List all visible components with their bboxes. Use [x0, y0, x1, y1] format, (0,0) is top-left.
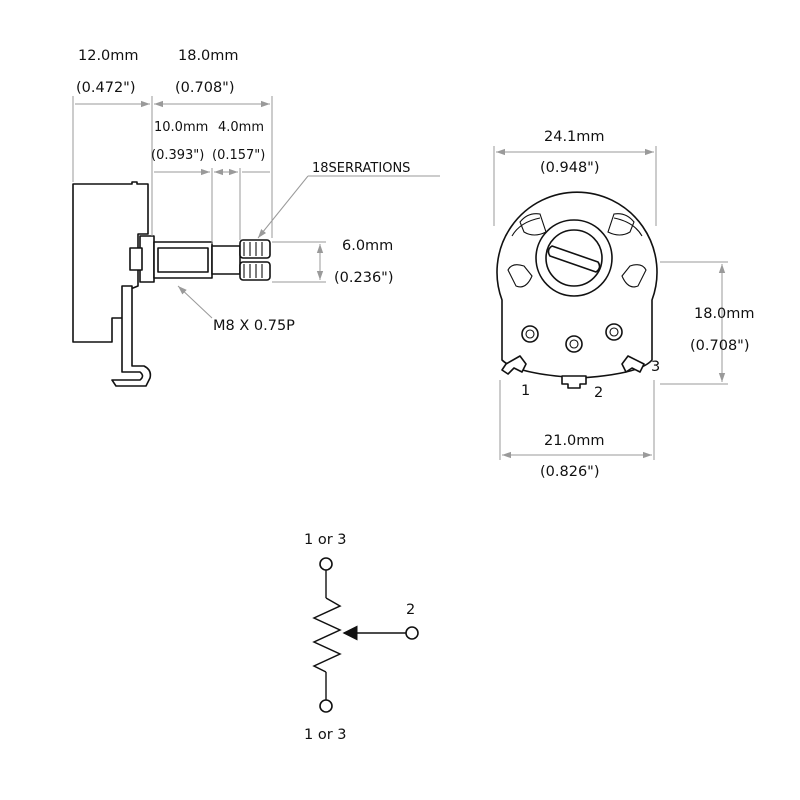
wiper-label: 2 — [406, 602, 415, 618]
dim-knurl-in: (0.157") — [212, 148, 265, 163]
schematic-top-label: 1 or 3 — [304, 532, 347, 548]
washer — [129, 247, 143, 271]
terminal-holes — [521, 323, 623, 353]
dim-shaft-dia-mm: 6.0mm — [342, 238, 393, 254]
dim-bushing-in: (0.393") — [151, 148, 204, 163]
schematic-bottom-label: 1 or 3 — [304, 727, 347, 743]
mounting-bracket — [111, 285, 152, 387]
dim-bushing-mm: 10.0mm — [154, 120, 208, 135]
solder-lugs — [501, 355, 645, 389]
front-view: 1 2 3 24.1mm (0.948") 18.0mm (0.708") 21… — [493, 129, 755, 480]
terminal-bottom — [319, 699, 333, 713]
terminal-top — [319, 557, 333, 571]
thread-label: M8 X 0.75P — [213, 318, 295, 334]
shaft — [211, 245, 241, 275]
dim-width-mm: 24.1mm — [544, 129, 605, 145]
schematic-symbol: 1 or 3 1 or 3 2 — [304, 532, 419, 743]
knurled-shaft-end — [239, 239, 271, 281]
dim-knurl-mm: 4.0mm — [218, 120, 264, 135]
pin-label-3: 3 — [651, 359, 660, 375]
pin-label-1: 1 — [521, 383, 530, 399]
terminal-wiper — [405, 626, 419, 640]
dim-height-mm: 18.0mm — [694, 306, 755, 322]
dim-height-in: (0.708") — [690, 338, 750, 354]
shaft-slot — [547, 245, 601, 273]
pot-body — [72, 181, 149, 343]
resistor-zigzag — [312, 597, 342, 673]
dim-lug-span-mm: 21.0mm — [544, 433, 605, 449]
dim-body-mm: 12.0mm — [78, 48, 139, 64]
dim-shaft-dia-in: (0.236") — [334, 270, 394, 286]
dim-body-in: (0.472") — [76, 80, 136, 96]
serrations-label: 18SERRATIONS — [312, 161, 410, 176]
side-view: 12.0mm (0.472") 18.0mm (0.708") 10.0mm (… — [72, 48, 440, 387]
pin-label-2: 2 — [594, 385, 603, 401]
dim-shaft-mm: 18.0mm — [178, 48, 239, 64]
dim-shaft-in: (0.708") — [175, 80, 235, 96]
dim-lug-span-in: (0.826") — [540, 464, 600, 480]
dim-width-in: (0.948") — [540, 160, 600, 176]
